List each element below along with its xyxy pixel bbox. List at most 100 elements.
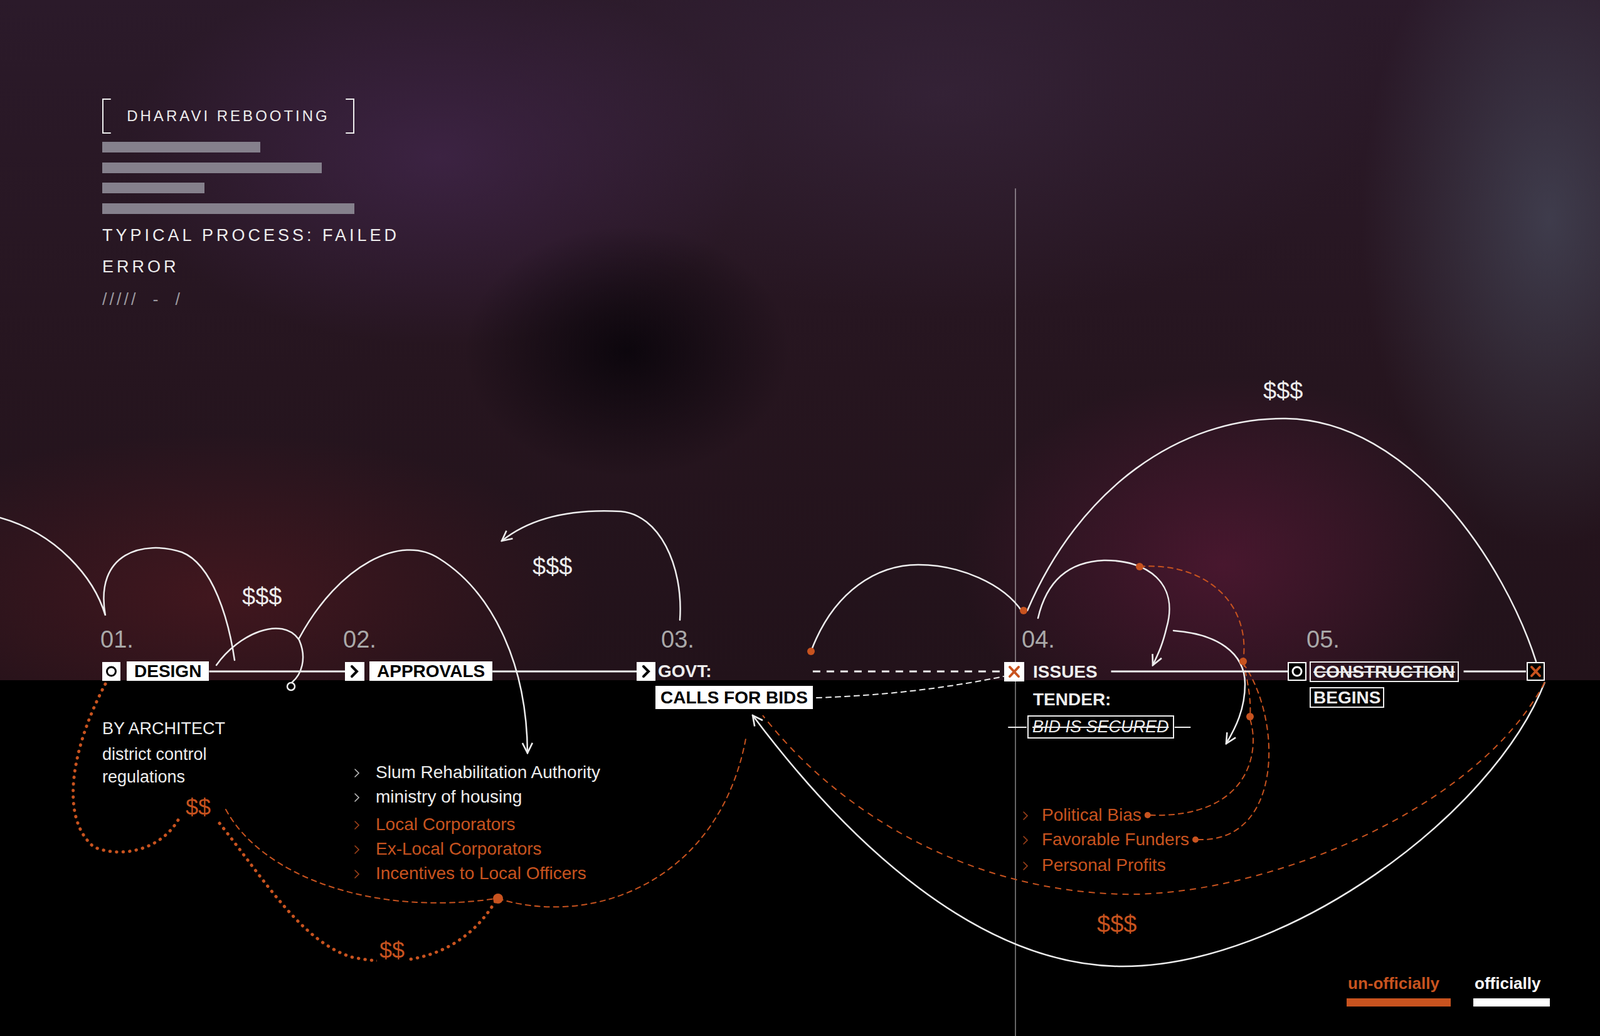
money-label: $$ xyxy=(183,794,214,821)
step-number: 02. xyxy=(343,625,377,653)
timeline-line xyxy=(1463,670,1526,673)
title-text: DHARAVI REBOOTING xyxy=(102,99,355,133)
step-number: 05. xyxy=(1306,625,1340,653)
timeline-connector xyxy=(492,670,637,673)
step-number: 04. xyxy=(1021,625,1055,653)
flow-dot xyxy=(1239,657,1247,665)
money-flow-curve xyxy=(299,549,528,753)
process-box: CONSTRUCTION BEGINS xyxy=(1287,661,1545,708)
list-item: Ex-Local Corporators xyxy=(375,838,542,859)
bid-flow-line xyxy=(816,676,1004,698)
money-flow-curve xyxy=(501,510,681,620)
status-box: BID IS SECURED xyxy=(1027,715,1175,739)
list-item: Local Corporators xyxy=(375,814,516,835)
list-item: Favorable Funders xyxy=(1041,829,1190,850)
box-label: CONSTRUCTION xyxy=(1309,661,1459,682)
box-label: DESIGN xyxy=(126,661,209,681)
money-label: $$$ xyxy=(1094,910,1140,938)
list-chevron xyxy=(1023,861,1028,870)
list-chevron xyxy=(354,768,359,777)
money-label: $$$ xyxy=(1263,377,1303,405)
process-box: GOVT: CALLS FOR BIDS xyxy=(636,661,813,709)
end-icon xyxy=(1527,662,1545,680)
return-flow-connector xyxy=(752,681,1545,966)
list-item: Political Bias xyxy=(1041,804,1142,825)
strike-line xyxy=(1008,726,1027,728)
list-chevron xyxy=(354,821,359,829)
step-icon xyxy=(1288,662,1306,680)
legend-swatch xyxy=(1346,997,1451,1007)
box-label: ISSUES TENDER: xyxy=(1033,657,1111,714)
note-text: district control regulations xyxy=(102,742,253,789)
list-chevron xyxy=(1023,811,1028,820)
status-text: TYPICAL PROCESS: FAILED xyxy=(102,225,400,246)
process-box: ISSUES TENDER: xyxy=(1004,657,1111,714)
box-label: GOVT: xyxy=(656,661,714,681)
money-flow-curve xyxy=(810,564,1023,652)
title-bracket xyxy=(102,99,111,133)
status-text: ERROR xyxy=(102,257,180,277)
redacted-bar xyxy=(102,203,355,214)
unofficial-flow xyxy=(1197,664,1269,840)
step-icon xyxy=(636,661,656,681)
curve-end-dot xyxy=(287,682,295,690)
flow-dot xyxy=(807,647,815,655)
step-icon-ring xyxy=(107,666,117,676)
unofficial-flow xyxy=(1243,661,1251,717)
return-flow-connector xyxy=(762,681,1545,894)
list-item: Personal Profits xyxy=(1041,854,1166,875)
list-item: Slum Rehabilitation Authority xyxy=(375,762,601,783)
timeline-connector xyxy=(208,670,345,673)
box-label: APPROVALS xyxy=(369,661,493,681)
step-icon xyxy=(1004,661,1025,682)
money-flow-curve xyxy=(1027,418,1537,662)
list-item: ministry of housing xyxy=(375,786,522,807)
step-icon xyxy=(102,661,121,681)
list-chevron xyxy=(354,869,359,878)
error-cross xyxy=(1009,666,1019,677)
background-texture xyxy=(0,0,1600,680)
box-sublabel: BEGINS xyxy=(1309,686,1385,708)
money-flow-curve xyxy=(0,517,235,660)
note-text: BY ARCHITECT xyxy=(102,718,226,739)
money-label: $$ xyxy=(376,937,408,964)
timeline-connector xyxy=(1110,670,1288,673)
money-flow-curve xyxy=(216,627,303,682)
process-box: DESIGN xyxy=(102,661,209,681)
divider-line xyxy=(1014,188,1017,1036)
process-box: APPROVALS xyxy=(344,661,493,681)
list-chevron xyxy=(1023,836,1028,844)
step-icon-ring xyxy=(1292,666,1302,676)
flow-dot xyxy=(1019,606,1028,615)
list-chevron xyxy=(354,793,359,801)
title-bracket xyxy=(346,99,354,133)
step-icon xyxy=(344,661,365,681)
timeline-connector xyxy=(812,670,1005,673)
redacted-bar xyxy=(102,162,322,174)
flow-dot xyxy=(492,893,504,904)
legend-swatch xyxy=(1473,997,1550,1007)
flow-dot xyxy=(1135,562,1144,571)
money-label: $$$ xyxy=(532,553,573,581)
unofficial-flow xyxy=(1139,565,1244,662)
box-sublabel: CALLS FOR BIDS xyxy=(655,685,813,709)
list-chevron xyxy=(354,845,359,853)
redacted-bar xyxy=(102,141,261,153)
strike-line xyxy=(1175,726,1191,728)
step-number: 01. xyxy=(100,625,134,653)
redacted-bar xyxy=(102,182,205,194)
chevron-icon xyxy=(351,666,357,677)
money-label: $$$ xyxy=(242,583,282,611)
status-glyphs: ///// - / xyxy=(102,289,183,310)
chevron-icon xyxy=(643,666,649,677)
list-item: Incentives to Local Officers xyxy=(375,863,587,884)
legend-text: officially xyxy=(1474,973,1541,993)
legend-text: un-officially xyxy=(1347,973,1440,993)
money-flow-curve xyxy=(1173,630,1246,744)
money-flow-curve xyxy=(1038,560,1170,665)
box-label: BID IS SECURED xyxy=(1027,715,1175,739)
step-number: 03. xyxy=(661,625,695,653)
